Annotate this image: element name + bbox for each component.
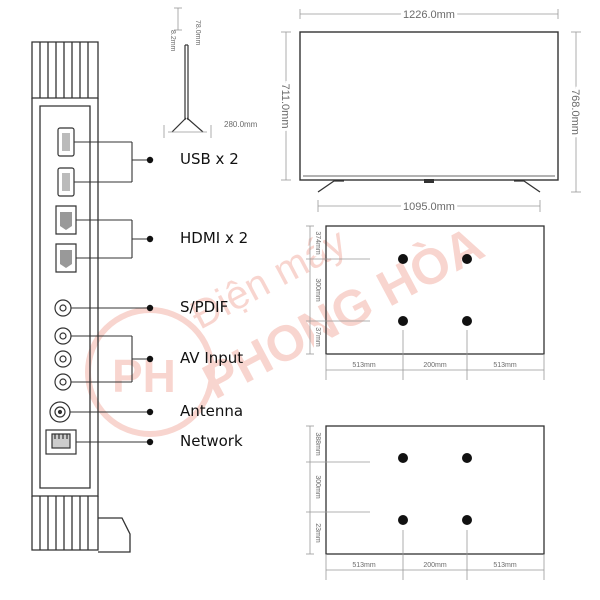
tv-logo-bar (424, 179, 434, 183)
front-dim-lines (281, 9, 581, 212)
label-antenna: Antenna (180, 402, 244, 420)
vesa-bottom-hole (462, 515, 472, 525)
hdmi-port-2 (55, 243, 77, 273)
side-dim-lines (163, 7, 212, 138)
vesa-top-h1: 513mm (352, 362, 376, 369)
vesa-bottom-v2: 300mm (314, 475, 321, 499)
stand-foot-right (514, 180, 541, 193)
label-network: Network (180, 432, 243, 450)
side-depth-top: 78.0mm (194, 20, 201, 45)
hdmi-port-1 (55, 205, 77, 235)
vesa-bottom-v3: 23mm (314, 523, 321, 543)
vesa-bottom-h1: 513mm (352, 562, 376, 569)
vesa-bottom-hole (462, 453, 472, 463)
port-leader-dots (146, 156, 154, 446)
watermark: PH Điện máy PHONG HÒA (85, 216, 492, 437)
vesa-top-v1: 374mm (314, 231, 321, 255)
side-stand-depth: 280.0mm (224, 120, 258, 129)
av-ports (54, 327, 72, 391)
tv-front-view (299, 31, 559, 193)
vesa-bottom-h2: 200mm (423, 562, 447, 569)
vesa-bottom-frame (325, 425, 545, 555)
stand-span: 1095.0mm (403, 201, 455, 213)
vesa-bottom-hole (398, 453, 408, 463)
watermark-logo: PH (112, 350, 176, 402)
label-av-input: AV Input (180, 349, 244, 367)
front-height-panel: 711.0mm (279, 83, 291, 128)
stand-foot-left (317, 180, 344, 193)
label-hdmi: HDMI x 2 (180, 229, 249, 247)
vesa-top-hole (398, 316, 408, 326)
antenna-port (49, 401, 71, 423)
vesa-top-v2: 300mm (314, 278, 321, 302)
vesa-top-frame (325, 225, 545, 355)
vesa-top (306, 225, 545, 380)
spdif-port (54, 299, 72, 317)
vesa-bottom-hole (398, 515, 408, 525)
front-height-total: 768.0mm (569, 89, 581, 135)
vesa-bottom-v1: 388mm (314, 432, 321, 456)
vesa-bottom (306, 425, 545, 580)
hdmi-ports (55, 205, 77, 273)
label-spdif: S/PDIF (180, 298, 229, 316)
vesa-top-h3: 513mm (493, 362, 517, 369)
tv-side-view (168, 44, 207, 133)
vesa-top-hole (398, 254, 408, 264)
usb-ports (57, 127, 75, 197)
network-port (45, 429, 77, 455)
vesa-top-hole (462, 316, 472, 326)
tv-front-panel (299, 31, 559, 181)
vesa-bottom-h3: 513mm (493, 562, 517, 569)
vesa-top-v3: 37mm (314, 327, 321, 347)
side-depth-panel: 8.2mm (169, 30, 176, 52)
vesa-top-hole (462, 254, 472, 264)
tv-rear-panel (31, 41, 131, 553)
front-width: 1226.0mm (403, 9, 455, 21)
vesa-top-h2: 200mm (423, 362, 447, 369)
label-usb: USB x 2 (180, 150, 239, 168)
